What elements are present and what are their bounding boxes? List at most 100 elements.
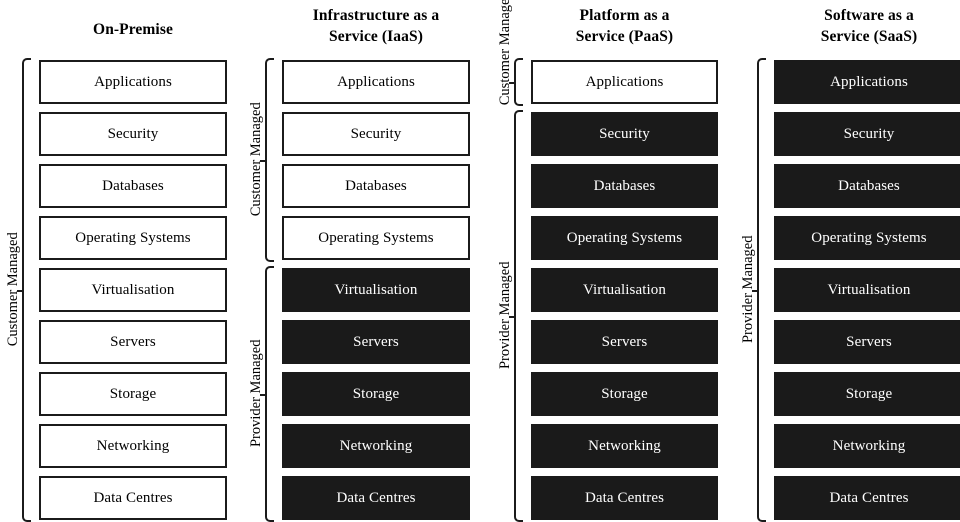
column-header-on-premise: On-Premise xyxy=(0,19,287,40)
bracket-label-paas-customer-managed: Customer Managed xyxy=(496,0,513,106)
layer-box-on-premise-applications: Applications xyxy=(39,60,227,104)
layer-box-iaas-security: Security xyxy=(282,112,470,156)
column-header-line: Platform as a xyxy=(579,7,670,24)
layer-box-paas-data-centres: Data Centres xyxy=(531,476,718,520)
layer-box-on-premise-storage: Storage xyxy=(39,372,227,416)
layer-label: Virtualisation xyxy=(827,281,911,298)
layer-label: Networking xyxy=(96,437,170,454)
layer-label: Servers xyxy=(846,333,892,350)
layer-label: Storage xyxy=(601,385,648,402)
layer-label: Data Centres xyxy=(584,489,665,506)
layer-box-paas-storage: Storage xyxy=(531,372,718,416)
bracket-tick-icon xyxy=(260,160,265,162)
layer-label: Applications xyxy=(585,73,664,90)
layer-label: Applications xyxy=(337,73,415,90)
layer-box-on-premise-servers: Servers xyxy=(39,320,227,364)
layer-box-paas-virtualisation: Virtualisation xyxy=(531,268,718,312)
bracket-label-on-premise-customer-managed: Customer Managed xyxy=(4,232,21,347)
layer-box-saas-databases: Databases xyxy=(774,164,960,208)
layer-label: Databases xyxy=(102,177,164,194)
layer-label: Operating Systems xyxy=(811,229,927,246)
column-header-iaas: Infrastructure as a Service (IaaS) xyxy=(222,5,530,47)
layer-label: Operating Systems xyxy=(318,229,434,246)
layer-label: Data Centres xyxy=(336,489,416,506)
layer-box-saas-storage: Storage xyxy=(774,372,960,416)
column-header-line: Service (IaaS) xyxy=(329,28,423,45)
layer-label: Security xyxy=(599,125,650,142)
layer-label: Security xyxy=(107,125,159,142)
bracket-tick-icon xyxy=(509,316,514,318)
layer-label: Applications xyxy=(94,73,172,90)
layer-box-iaas-storage: Storage xyxy=(282,372,470,416)
layer-box-iaas-operating-systems: Operating Systems xyxy=(282,216,470,260)
layer-label: Storage xyxy=(845,385,893,402)
layer-box-on-premise-databases: Databases xyxy=(39,164,227,208)
column-header-line: Software as a xyxy=(824,7,914,24)
layer-label: Storage xyxy=(352,385,400,402)
layer-label: Virtualisation xyxy=(91,281,175,298)
layer-box-saas-networking: Networking xyxy=(774,424,960,468)
layer-label: Virtualisation xyxy=(334,281,418,298)
column-header-saas: Software as a Service (SaaS) xyxy=(714,5,960,47)
column-header-line: Infrastructure as a xyxy=(312,7,440,24)
layer-label: Networking xyxy=(339,437,413,454)
layer-label: Applications xyxy=(830,73,908,90)
layer-label: Security xyxy=(843,125,895,142)
responsibility-bracket-paas-provider-managed xyxy=(514,110,523,522)
layer-label: Networking xyxy=(588,437,661,454)
bracket-tick-icon xyxy=(17,290,22,292)
layer-label: Servers xyxy=(353,333,399,350)
column-header-line: On-Premise xyxy=(93,21,173,38)
layer-box-paas-operating-systems: Operating Systems xyxy=(531,216,718,260)
layer-box-saas-applications: Applications xyxy=(774,60,960,104)
layer-label: Networking xyxy=(832,437,906,454)
responsibility-bracket-on-premise-customer-managed xyxy=(22,58,31,522)
layer-box-saas-operating-systems: Operating Systems xyxy=(774,216,960,260)
layer-label: Servers xyxy=(601,333,648,350)
layer-box-saas-data-centres: Data Centres xyxy=(774,476,960,520)
layer-label: Operating Systems xyxy=(566,229,683,246)
bracket-tick-icon xyxy=(260,394,265,396)
layer-box-iaas-virtualisation: Virtualisation xyxy=(282,268,470,312)
layer-label: Security xyxy=(350,125,402,142)
layer-box-iaas-databases: Databases xyxy=(282,164,470,208)
responsibility-bracket-iaas-customer-managed xyxy=(265,58,274,262)
layer-box-on-premise-operating-systems: Operating Systems xyxy=(39,216,227,260)
bracket-label-saas-provider-managed: Provider Managed xyxy=(739,235,756,344)
layer-box-iaas-networking: Networking xyxy=(282,424,470,468)
layer-label: Data Centres xyxy=(93,489,173,506)
layer-box-iaas-servers: Servers xyxy=(282,320,470,364)
layer-label: Virtualisation xyxy=(583,281,666,298)
column-header-line: Service (SaaS) xyxy=(820,28,918,45)
layer-label: Databases xyxy=(593,177,656,194)
responsibility-bracket-saas-provider-managed xyxy=(757,58,766,522)
layer-box-on-premise-networking: Networking xyxy=(39,424,227,468)
layer-label: Storage xyxy=(109,385,157,402)
column-header-paas: Platform as a Service (PaaS) xyxy=(471,5,778,47)
bracket-tick-icon xyxy=(509,82,514,84)
layer-label: Data Centres xyxy=(829,489,909,506)
layer-box-iaas-data-centres: Data Centres xyxy=(282,476,470,520)
responsibility-bracket-paas-customer-managed xyxy=(514,58,523,106)
layer-box-on-premise-virtualisation: Virtualisation xyxy=(39,268,227,312)
column-header-line: Service (PaaS) xyxy=(575,28,674,45)
layer-box-saas-security: Security xyxy=(774,112,960,156)
layer-box-paas-databases: Databases xyxy=(531,164,718,208)
layer-label: Servers xyxy=(110,333,156,350)
layer-label: Databases xyxy=(345,177,407,194)
bracket-label-iaas-customer-managed: Customer Managed xyxy=(247,102,264,217)
layer-box-saas-servers: Servers xyxy=(774,320,960,364)
layer-box-paas-networking: Networking xyxy=(531,424,718,468)
bracket-label-paas-provider-managed: Provider Managed xyxy=(496,261,513,370)
responsibility-bracket-iaas-provider-managed xyxy=(265,266,274,522)
layer-box-paas-servers: Servers xyxy=(531,320,718,364)
layer-box-paas-security: Security xyxy=(531,112,718,156)
bracket-tick-icon xyxy=(752,290,757,292)
layer-box-paas-applications: Applications xyxy=(531,60,718,104)
layer-box-iaas-applications: Applications xyxy=(282,60,470,104)
layer-box-on-premise-security: Security xyxy=(39,112,227,156)
layer-label: Operating Systems xyxy=(75,229,191,246)
bracket-label-iaas-provider-managed: Provider Managed xyxy=(247,339,264,448)
layer-box-on-premise-data-centres: Data Centres xyxy=(39,476,227,520)
